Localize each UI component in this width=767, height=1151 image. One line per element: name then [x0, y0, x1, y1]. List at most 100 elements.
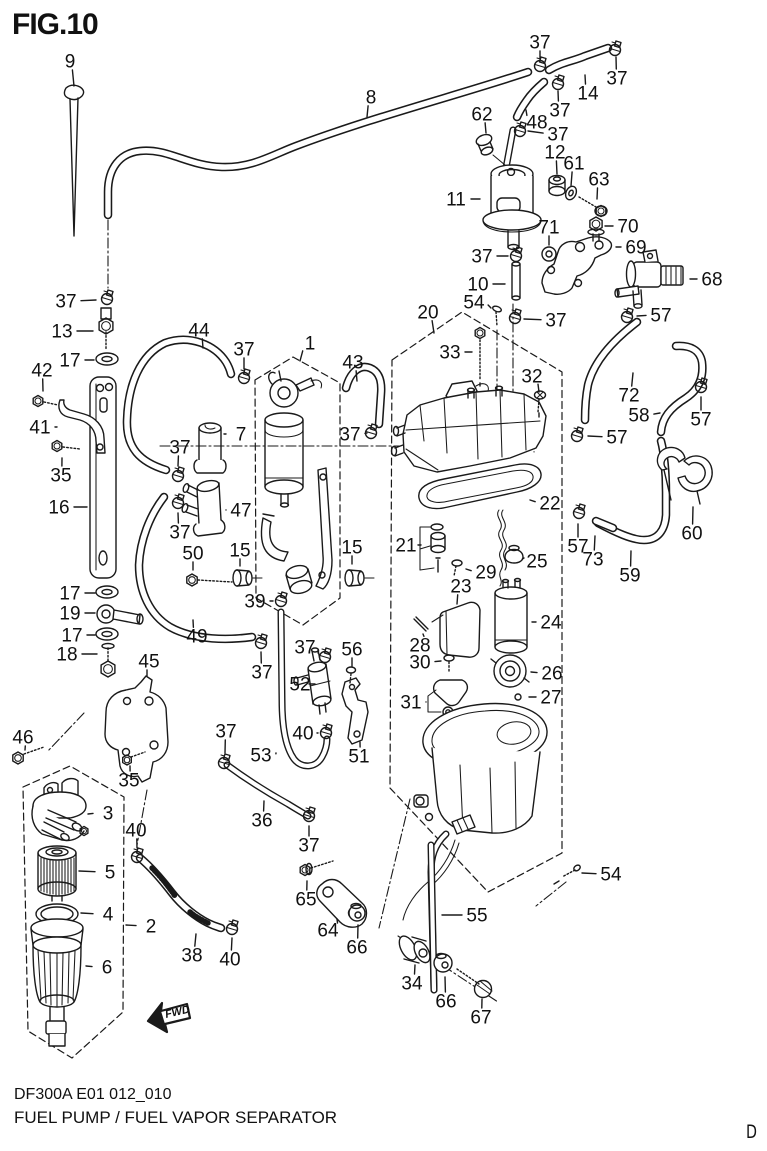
part-label-39: 39	[244, 592, 265, 613]
part-label-28: 28	[409, 636, 430, 657]
leader-line	[434, 660, 442, 663]
part-label-37: 37	[215, 722, 236, 743]
part-6-filter-cup	[30, 918, 84, 1047]
part-10-tube	[511, 263, 521, 299]
leader-line	[465, 568, 472, 572]
leader-line	[596, 187, 599, 200]
leader-line	[570, 171, 573, 187]
part-label-57: 57	[606, 428, 627, 449]
bottom-mount-parts	[305, 862, 581, 999]
part-label-17: 17	[61, 626, 82, 647]
pump-damper	[285, 564, 309, 580]
part-label-58: 58	[628, 406, 649, 427]
part-label-55: 55	[466, 906, 487, 927]
part-51-bracket	[341, 677, 369, 745]
part-label-50: 50	[182, 544, 203, 565]
part-label-37: 37	[169, 523, 190, 544]
leader-line	[521, 557, 525, 560]
hex-bolt-head-icon	[186, 573, 198, 587]
part-7-spacer	[193, 422, 227, 474]
part-24-fuel-pump	[494, 586, 528, 600]
part-label-10: 10	[467, 275, 488, 296]
leader-line	[584, 74, 587, 85]
thread-icon	[578, 196, 597, 208]
hex-bolt-head-icon	[79, 825, 89, 837]
part-label-34: 34	[401, 974, 423, 995]
part-label-21: 21	[395, 536, 416, 557]
hose-clamp-icon	[171, 466, 185, 483]
part-label-72: 72	[618, 386, 639, 407]
part-label-37: 37	[251, 663, 272, 684]
part-label-7: 7	[236, 425, 247, 446]
part-25-grommet	[504, 548, 524, 564]
part-label-45: 45	[138, 652, 159, 673]
leader-line	[555, 160, 558, 175]
part-label-57: 57	[690, 410, 711, 431]
part-label-51: 51	[348, 747, 369, 768]
thread-icon	[62, 446, 81, 450]
leader-line	[529, 499, 536, 503]
part-31-holder	[432, 679, 469, 707]
thread-icon	[23, 746, 45, 755]
leader-line	[653, 412, 661, 415]
thread-icon	[453, 565, 457, 577]
part-label-66: 66	[346, 938, 367, 959]
hose-clamp-icon	[302, 806, 316, 823]
part-label-37: 37	[606, 69, 627, 90]
hose-clamp-icon	[274, 591, 288, 608]
part-label-37: 37	[298, 836, 319, 857]
part-label-42: 42	[31, 361, 52, 382]
leader-line	[530, 671, 538, 674]
leader-line	[587, 435, 603, 438]
hose-clamp-icon	[694, 377, 708, 394]
part-20-vapor-separator-body	[390, 380, 547, 587]
leader-line	[364, 432, 368, 435]
part-71-grommet	[541, 246, 557, 262]
hex-bolt-head-icon	[12, 751, 24, 765]
part-label-3: 3	[103, 804, 114, 825]
leader-line	[537, 383, 540, 393]
part-label-71: 71	[538, 218, 559, 239]
hose-clamp-icon	[608, 40, 622, 57]
part-label-20: 20	[417, 303, 438, 324]
part-label-64: 64	[317, 921, 339, 942]
part-label-37: 37	[529, 33, 550, 54]
part-11-fuel-filter	[475, 126, 542, 301]
part-41-bracket	[58, 399, 106, 454]
part-label-63: 63	[588, 170, 609, 191]
part-label-23: 23	[450, 577, 471, 598]
part-1-fuel-pump-assembly	[260, 370, 333, 595]
part-label-52: 52	[289, 675, 310, 696]
part-label-32: 32	[521, 367, 542, 388]
leader-line	[194, 933, 197, 947]
leader-line	[593, 535, 596, 551]
part-label-36: 36	[251, 811, 272, 832]
part-label-49: 49	[186, 627, 207, 648]
hose-clamp-icon	[225, 919, 239, 936]
leader-line	[636, 314, 647, 317]
part-label-62: 62	[471, 105, 492, 126]
part-label-65: 65	[295, 890, 316, 911]
part-30-screw	[443, 654, 455, 662]
part-label-22: 22	[539, 494, 560, 515]
thread-icon	[130, 751, 146, 758]
leader-line	[527, 130, 544, 134]
part-label-37: 37	[55, 292, 76, 313]
part-label-54: 54	[600, 865, 622, 886]
part-label-56: 56	[341, 640, 362, 661]
part-label-31: 31	[400, 693, 421, 714]
page-letter: D	[746, 1121, 757, 1143]
box-part-2	[22, 765, 125, 1059]
part-label-4: 4	[103, 905, 114, 926]
pump-strap	[260, 517, 289, 562]
part-15-plugs	[232, 569, 375, 587]
part-label-5: 5	[105, 863, 116, 884]
part-label-13: 13	[51, 322, 72, 343]
thread-icon	[537, 398, 540, 413]
leader-line	[355, 370, 358, 382]
part-52-check-valve	[293, 647, 369, 745]
part-69-bracket	[541, 236, 613, 295]
box-part-20	[389, 311, 563, 893]
part-label-69: 69	[625, 238, 646, 259]
part-label-66: 66	[435, 992, 456, 1013]
